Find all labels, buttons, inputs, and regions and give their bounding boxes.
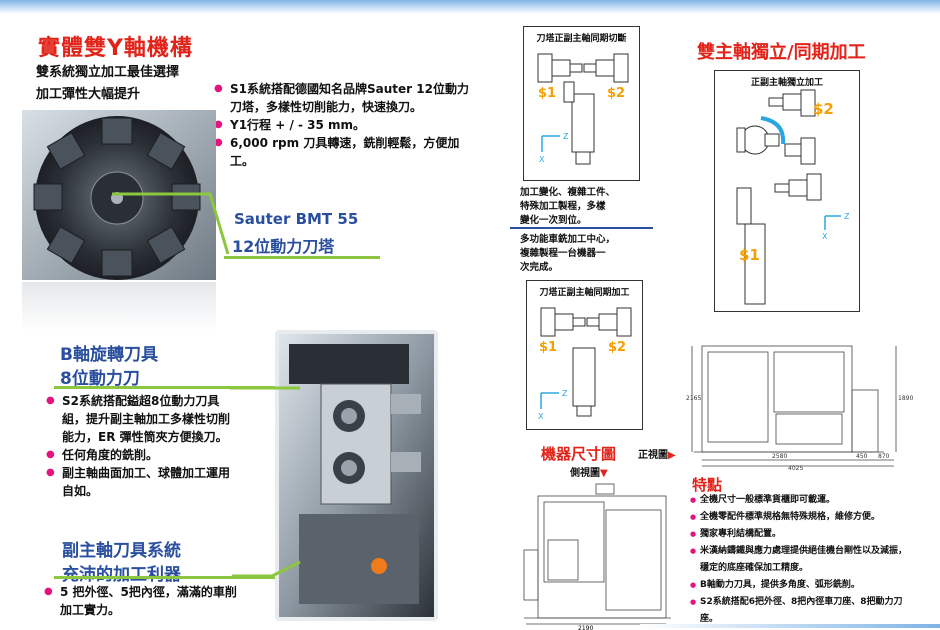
subtitle-line-2: 加工彈性大幅提升 xyxy=(36,87,141,102)
side-view-drawing: 2190 xyxy=(523,483,671,630)
b-axis-underline xyxy=(54,386,290,389)
turret-bullets: S1系統搭配德國知名品牌Sauter 12位動力刀塔，多樣性切削能力，快速換刀。… xyxy=(214,80,474,170)
sync-cutoff-caption: 刀塔正副主軸同期切斷 xyxy=(536,34,627,44)
bottom-accent-line xyxy=(640,624,940,628)
sync-cutoff-illustration: $1 $2 Z X xyxy=(537,53,629,165)
feature-item: 全機尺寸一般標準貨櫃即可載運。 xyxy=(690,492,910,509)
bullet-item: 任何角度的銑削。 xyxy=(46,446,232,464)
feature-item: B軸動力刀具，提供多角度、弧形銑削。 xyxy=(690,577,910,594)
multifunction-line: 多功能車銑加工中心， xyxy=(520,234,616,245)
sync-machining-diagram: 刀塔正副主軸同期加工 $1 $2 Z X xyxy=(526,280,643,430)
s2-label: $2 xyxy=(608,340,626,355)
sub-spindle-bullets: 5 把外徑、5把內徑，滿滿的車削加工實力。 xyxy=(44,583,244,619)
b-axis-illustration xyxy=(279,334,434,617)
front-dim-label: 4025 xyxy=(788,465,803,472)
sync-cutoff-diagram: 刀塔正副主軸同期切斷 $1 $2 Z X xyxy=(523,26,640,181)
front-dim-label: 1890 xyxy=(898,395,913,402)
bullet-item: S1系統搭配德國知名品牌Sauter 12位動力刀塔，多樣性切削能力，快速換刀。 xyxy=(214,80,474,116)
b-axis-title: B軸旋轉刀具 8位動力刀 xyxy=(60,343,158,391)
bullet-item: 6,000 rpm 刀具轉速，銑削輕鬆，方便加工。 xyxy=(214,134,474,170)
turret-caption-line-2: 12位動力刀塔 xyxy=(232,237,335,256)
front-dim-label: 2580 xyxy=(772,453,787,460)
sub-spindle-title: 副主軸刀具系統 充沛的加工利器 xyxy=(62,539,181,587)
b-axis-title-line-2: 8位動力刀 xyxy=(60,369,140,389)
axis-z-label: Z xyxy=(562,389,568,398)
b-axis-leader-line xyxy=(230,386,300,390)
sub-spindle-title-line-2: 充沛的加工利器 xyxy=(62,565,181,585)
s2-label: $2 xyxy=(607,86,625,101)
bullet-item: 5 把外徑、5把內徑，滿滿的車削加工實力。 xyxy=(44,583,244,619)
front-view-text: 正視圖 xyxy=(638,450,668,461)
b-axis-bullets: S2系統搭配鎰超8位動力刀具組，提升副主軸加工多樣性切削能力，ER 彈性筒夾方便… xyxy=(46,392,232,500)
top-gradient-bar xyxy=(0,0,940,14)
features-list: 全機尺寸一般標準貨櫃即可載運。 全機零配件標準規格無特殊規格，維修方便。 獨家專… xyxy=(690,492,910,628)
independent-machining-caption: 正副主軸獨立加工 xyxy=(750,78,823,88)
multifunction-line: 複雜製程一台機器一 xyxy=(520,248,606,259)
sub-spindle-underline xyxy=(54,576,290,579)
variation-line: 加工變化、複雜工件、 xyxy=(520,187,616,198)
multifunction-text: 多功能車銑加工中心， 複雜製程一台機器一 次完成。 xyxy=(520,233,650,275)
axis-z-label: Z xyxy=(844,212,850,221)
axis-x-label: X xyxy=(822,232,828,241)
main-title: 實體雙Y軸機構 xyxy=(38,36,193,61)
b-axis-photo xyxy=(275,330,438,621)
s1-label: $1 xyxy=(538,86,556,101)
bullet-item: Y1行程 + / - 35 mm。 xyxy=(214,116,474,134)
subtitle-line-1: 雙系統獨立加工最佳選擇 xyxy=(36,65,180,80)
sync-machining-caption: 刀塔正副主軸同期加工 xyxy=(539,288,630,298)
dimension-title: 機器尺寸圖 xyxy=(541,445,617,463)
feature-item: 米漢納鑄鐵與應力處理提供絕佳機台剛性以及減振，穩定的底座確保加工精度。 xyxy=(690,543,910,577)
axis-z-label: Z xyxy=(563,132,569,141)
variation-text: 加工變化、複雜工件、 特殊加工製程，多樣 變化一次到位。 xyxy=(520,186,640,228)
turret-leader-line xyxy=(112,192,230,255)
feature-item: 獨家專利結構配置。 xyxy=(690,526,910,543)
independent-machining-diagram: 正副主軸獨立加工 $2 $1 Z X xyxy=(714,70,860,312)
axis-x-label: X xyxy=(539,155,545,164)
feature-item: 全機零配件標準規格無特殊規格，維修方便。 xyxy=(690,509,910,526)
front-view-drawing: 2580 450 870 4025 2165 1890 xyxy=(686,345,913,472)
front-dim-label: 2165 xyxy=(686,395,701,402)
axis-x-label: X xyxy=(538,412,544,421)
side-dim-label: 2190 xyxy=(578,625,593,630)
front-dim-label: 450 xyxy=(856,453,868,460)
multifunction-line: 次完成。 xyxy=(520,262,559,273)
variation-line: 特殊加工製程，多樣 xyxy=(520,201,606,212)
side-view-label: 側視圖▼ xyxy=(570,464,608,479)
bullet-item: S2系統搭配鎰超8位動力刀具組，提升副主軸加工多樣性切削能力，ER 彈性筒夾方便… xyxy=(46,392,232,446)
features-title: 特點 xyxy=(692,476,723,494)
front-view-label: 正視圖▶ xyxy=(638,446,676,461)
side-view-text: 側視圖 xyxy=(570,468,600,479)
front-dim-label: 870 xyxy=(878,453,890,460)
triangle-right-icon: ▶ xyxy=(668,450,676,461)
sync-machining-illustration: $1 $2 Z X xyxy=(538,307,632,421)
divider-line xyxy=(510,227,653,229)
s1-label: $1 xyxy=(539,340,557,355)
sub-spindle-title-line-1: 副主軸刀具系統 xyxy=(62,541,181,561)
variation-line: 變化一次到位。 xyxy=(520,215,587,226)
turret-caption-line-1: Sauter BMT 55 xyxy=(234,210,359,228)
s1-label: $1 xyxy=(739,246,760,264)
turret-caption-underline xyxy=(224,256,380,259)
dual-spindle-title: 雙主軸獨立/同期加工 xyxy=(697,42,866,63)
s2-label: $2 xyxy=(813,100,834,118)
turret-reflection xyxy=(22,282,216,332)
subtitle: 雙系統獨立加工最佳選擇 加工彈性大幅提升 xyxy=(36,62,179,106)
triangle-down-icon: ▼ xyxy=(600,468,608,479)
independent-machining-illustration: $2 $1 Z X xyxy=(736,89,850,305)
b-axis-title-line-1: B軸旋轉刀具 xyxy=(60,345,158,365)
sub-spindle-leader-line xyxy=(232,560,301,578)
bullet-item: 副主軸曲面加工、球體加工運用自如。 xyxy=(46,464,232,500)
feature-item: S2系統搭配6把外徑、8把內徑車刀座、8把動力刀座。 xyxy=(690,594,910,628)
